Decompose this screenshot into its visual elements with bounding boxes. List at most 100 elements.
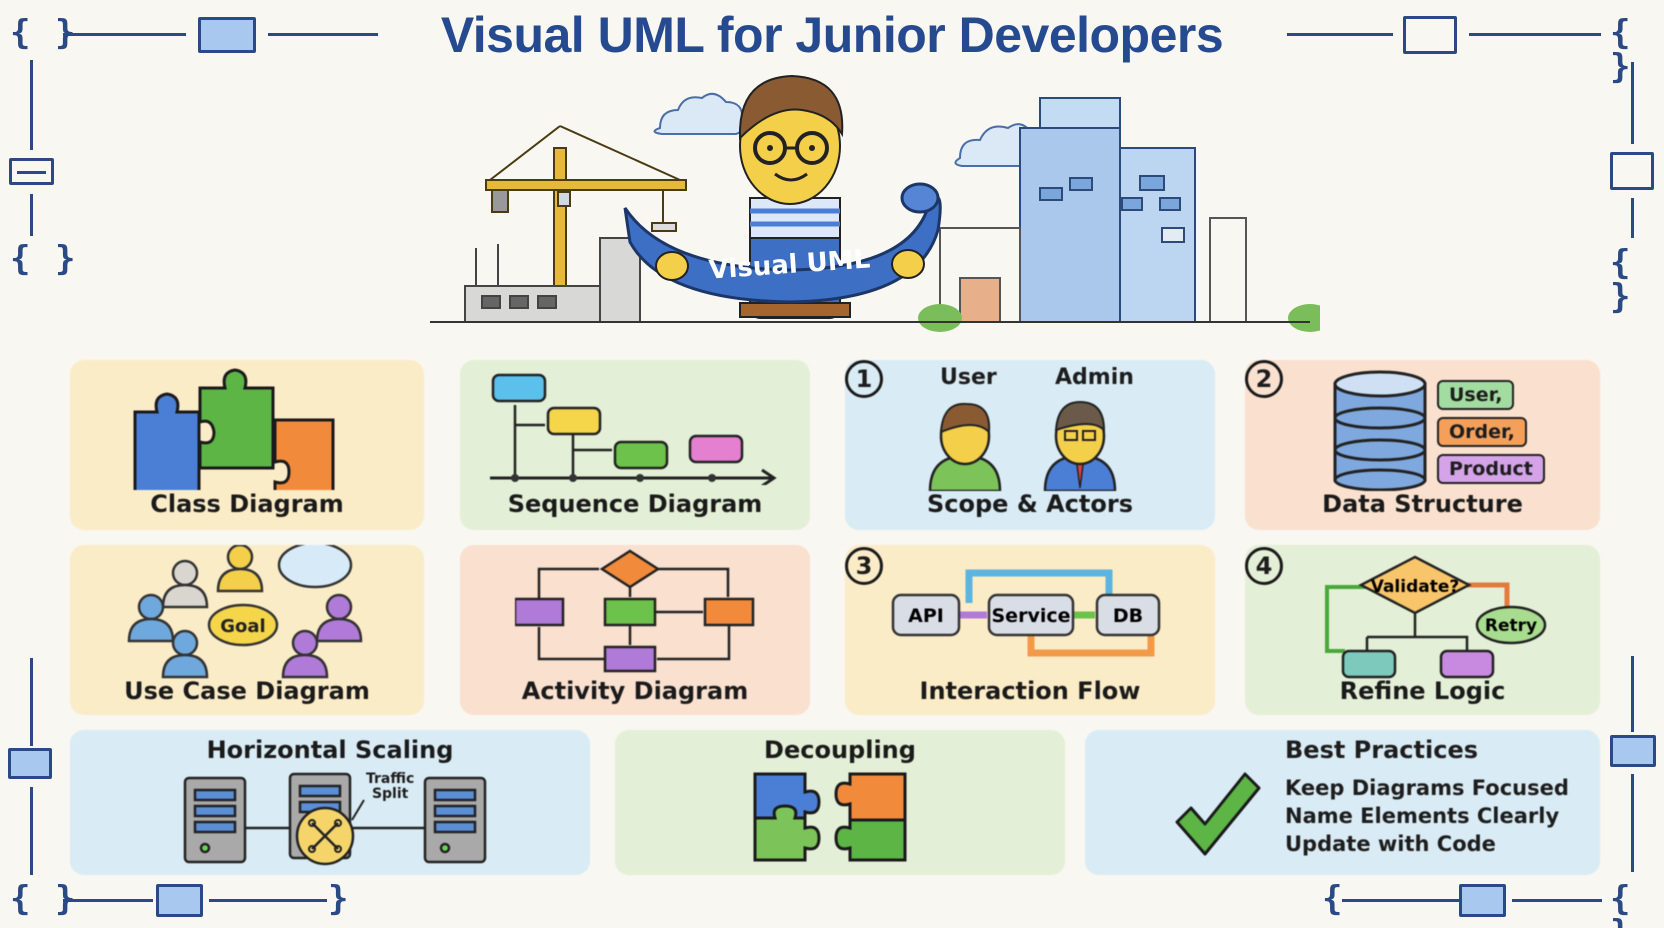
card-best-practices[interactable]: Best Practices Keep Diagrams Focused Nam… bbox=[1085, 730, 1600, 875]
frame-line bbox=[1512, 899, 1602, 902]
annotation-line: Traffic bbox=[366, 771, 415, 787]
frame-line bbox=[30, 60, 33, 150]
step-number-badge: 2 bbox=[1245, 360, 1283, 398]
frame-line bbox=[63, 33, 186, 36]
node-label: API bbox=[908, 605, 944, 627]
interaction-flow-icon: API Service DB bbox=[891, 569, 1161, 657]
checkmark-icon bbox=[1175, 772, 1261, 856]
step-card-1[interactable]: 1 User Admin Scope & Actors bbox=[845, 360, 1215, 530]
frame-node-icon bbox=[1610, 735, 1656, 767]
card-title: Best Practices bbox=[1285, 736, 1479, 764]
step-number-badge: 4 bbox=[1245, 547, 1283, 585]
card-sequence-diagram[interactable]: Sequence Diagram bbox=[460, 360, 810, 530]
server-icon bbox=[183, 776, 247, 864]
hero-illustration: Visual UML bbox=[430, 74, 1320, 332]
database-icon bbox=[1333, 370, 1427, 491]
server-icon bbox=[423, 776, 487, 864]
brace-icon: { } bbox=[1610, 13, 1633, 87]
step-number-badge: 3 bbox=[845, 547, 883, 585]
retry-text: Retry bbox=[1485, 616, 1537, 636]
card-title: Horizontal Scaling bbox=[206, 736, 454, 764]
best-practice-item: Keep Diagrams Focused bbox=[1285, 776, 1569, 800]
frame-line bbox=[30, 787, 33, 875]
actors-icon bbox=[928, 400, 1117, 491]
frame-line bbox=[1631, 198, 1634, 238]
decoupled-puzzle-icon bbox=[753, 772, 907, 862]
frame-line bbox=[30, 194, 33, 236]
brace-icon: { } bbox=[1610, 879, 1633, 928]
developer-character bbox=[738, 74, 851, 319]
frame-line bbox=[1342, 899, 1459, 902]
step-card-4[interactable]: 4 Validate? Retry Refine Logic bbox=[1245, 545, 1600, 715]
goal-text: Goal bbox=[220, 616, 265, 637]
frame-node-icon bbox=[1459, 884, 1506, 917]
api-node bbox=[891, 593, 961, 637]
db-node bbox=[1095, 593, 1161, 637]
best-practices-list: Keep Diagrams Focused Name Elements Clea… bbox=[1285, 774, 1569, 858]
service-node bbox=[987, 593, 1075, 637]
page-title: Visual UML for Junior Developers bbox=[440, 7, 1224, 63]
step-label: Refine Logic bbox=[1339, 677, 1506, 705]
frame-node-icon bbox=[156, 884, 203, 917]
step-label: Data Structure bbox=[1322, 490, 1523, 518]
card-label: Activity Diagram bbox=[521, 677, 749, 705]
frame-line bbox=[1287, 33, 1393, 36]
table-tag: Order, bbox=[1437, 417, 1527, 447]
card-use-case-diagram[interactable]: Goal Use Case Diagram bbox=[70, 545, 424, 715]
bush-icon bbox=[1288, 304, 1320, 332]
puzzle-pieces-icon bbox=[133, 368, 335, 490]
user-avatar-icon bbox=[928, 402, 1002, 491]
card-title: Decoupling bbox=[764, 736, 916, 764]
traffic-split-annotation: Traffic Split bbox=[366, 772, 414, 802]
admin-avatar-icon bbox=[1043, 400, 1117, 491]
frame-line bbox=[1631, 656, 1634, 732]
frame-node-icon bbox=[198, 17, 256, 53]
frame-node-icon bbox=[9, 158, 54, 185]
step-card-3[interactable]: 3 API Service DB Interaction Flow bbox=[845, 545, 1215, 715]
brace-icon: { bbox=[1322, 879, 1345, 919]
card-label: Use Case Diagram bbox=[124, 677, 370, 705]
frame-line bbox=[268, 33, 378, 36]
crane-icon bbox=[485, 125, 687, 321]
actor-label: Admin bbox=[1055, 365, 1134, 390]
load-balancer-icon bbox=[295, 806, 355, 866]
servers-icon bbox=[183, 772, 487, 866]
card-class-diagram[interactable]: Class Diagram bbox=[70, 360, 424, 530]
card-label: Sequence Diagram bbox=[507, 490, 763, 518]
step-number-badge: 1 bbox=[845, 360, 883, 398]
table-tag: User, bbox=[1437, 380, 1515, 410]
best-practice-item: Name Elements Clearly bbox=[1285, 804, 1560, 828]
step-label: Scope & Actors bbox=[927, 490, 1133, 518]
table-tag: Product bbox=[1437, 454, 1545, 484]
step-card-2[interactable]: 2 User, Order, Product Data Structure bbox=[1245, 360, 1600, 530]
actor-label: User bbox=[940, 365, 997, 390]
annotation-line: Split bbox=[371, 786, 409, 802]
refine-logic-icon: Validate? Retry bbox=[1325, 555, 1547, 679]
message-timeline-icon bbox=[490, 373, 777, 485]
frame-line bbox=[1631, 62, 1634, 144]
decision-text: Validate? bbox=[1371, 577, 1460, 597]
frame-line bbox=[30, 658, 33, 746]
frame-line bbox=[1631, 774, 1634, 872]
node-label: DB bbox=[1113, 605, 1143, 627]
glass-building-icon bbox=[939, 97, 1247, 323]
card-horizontal-scaling[interactable]: Horizontal Scaling bbox=[70, 730, 590, 875]
frame-node-icon bbox=[1403, 16, 1457, 54]
bush-icon bbox=[918, 304, 962, 332]
card-decoupling[interactable]: Decoupling bbox=[615, 730, 1065, 875]
best-practice-item: Update with Code bbox=[1285, 832, 1496, 856]
frame-line bbox=[209, 899, 327, 902]
frame-line bbox=[1469, 33, 1601, 36]
card-activity-diagram[interactable]: Activity Diagram bbox=[460, 545, 810, 715]
node-label: Service bbox=[992, 605, 1071, 627]
building-under-construction-icon bbox=[464, 237, 641, 323]
step-label: Interaction Flow bbox=[919, 677, 1141, 705]
frame-node-icon bbox=[1610, 152, 1654, 190]
brace-icon: { } bbox=[10, 239, 78, 279]
actors-goal-icon: Goal bbox=[127, 545, 363, 679]
flowchart-icon bbox=[515, 549, 755, 673]
cloud-icon bbox=[653, 92, 745, 135]
brace-icon: { } bbox=[1610, 243, 1633, 317]
frame-line bbox=[63, 899, 153, 902]
brace-icon: } bbox=[328, 879, 351, 919]
